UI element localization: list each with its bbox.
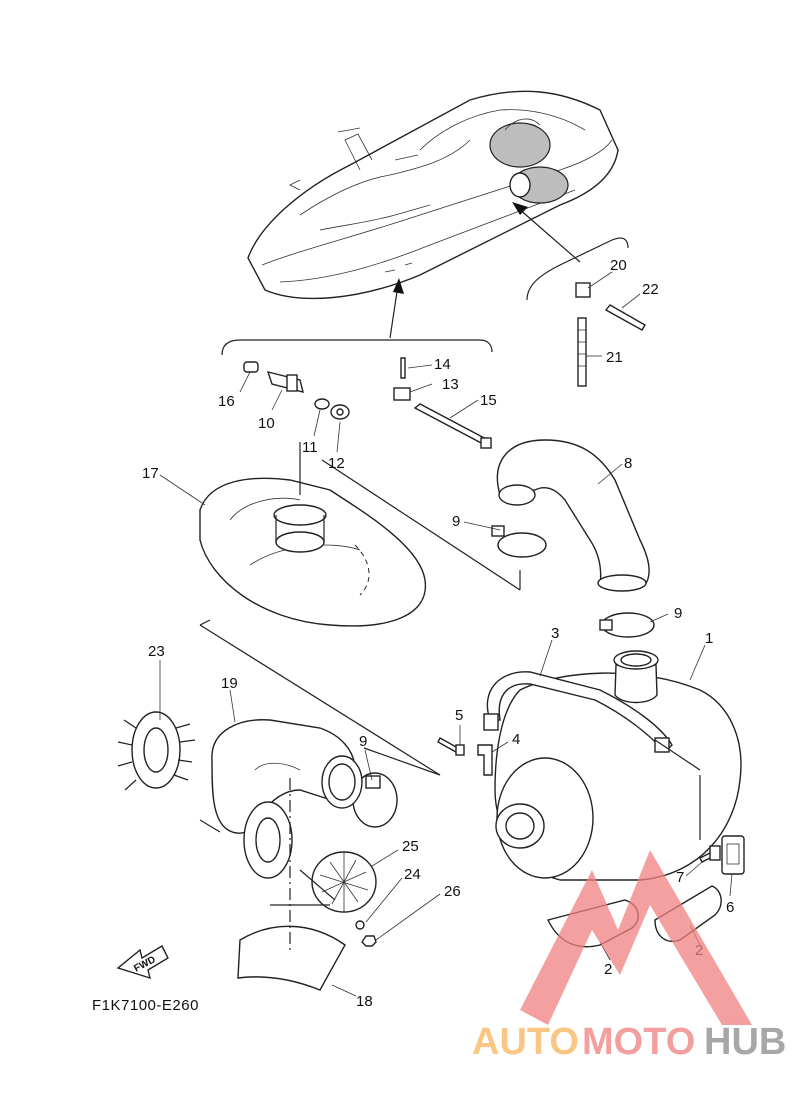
callout-10: 10 (258, 415, 275, 432)
flange-bolt-set-23 (117, 711, 196, 791)
pointer-line-rear (517, 207, 581, 263)
callout-26: 26 (444, 883, 461, 900)
gasket-and-cover (243, 801, 377, 947)
watercraft-illustration (247, 90, 619, 300)
callout-17: 17 (142, 465, 159, 482)
callout-23: 23 (148, 643, 165, 660)
arrow-head-icon (512, 202, 528, 215)
callout-1: 1 (705, 630, 713, 647)
bolt-and-stay (437, 737, 493, 776)
callout-11: 11 (302, 439, 318, 456)
pointer-line-front (389, 284, 399, 339)
rubber-hose-17 (199, 477, 427, 627)
mounting-hardware (243, 361, 350, 420)
clip-and-tie (393, 357, 492, 449)
callout-25: 25 (402, 838, 419, 855)
diagram-code: F1K7100-E260 (92, 997, 199, 1014)
callout-14: 14 (434, 356, 451, 373)
fwd-arrow-icon (116, 945, 169, 980)
watermark-auto: AUTO (472, 1021, 579, 1063)
cable-clamp-set (575, 282, 646, 387)
watermark-moto: MOTO (582, 1021, 695, 1063)
grommet-and-bracket (699, 835, 745, 875)
callout-2-left: 2 (604, 961, 612, 978)
bracket-front (221, 339, 493, 356)
callout-15: 15 (480, 392, 497, 409)
exhaust-pipe-8 (496, 439, 650, 592)
callout-7: 7 (676, 869, 684, 886)
callout-21: 21 (606, 349, 623, 366)
watermark-hub: HUB (704, 1021, 786, 1063)
cover-18 (237, 925, 346, 991)
callout-9-upper: 9 (452, 513, 460, 530)
callout-9-right: 9 (674, 605, 682, 622)
arrow-head-icon (393, 278, 404, 294)
automotohub-watermark: AUTO MOTO HUB (472, 850, 786, 1063)
callout-3: 3 (551, 625, 559, 642)
callout-13: 13 (442, 376, 459, 393)
muffler-1 (494, 650, 742, 881)
callout-22: 22 (642, 281, 659, 298)
water-lock-pipe-19 (211, 719, 363, 834)
callout-16: 16 (218, 393, 235, 410)
callout-12: 12 (328, 455, 345, 472)
callout-24: 24 (404, 866, 421, 883)
bracket-rear (526, 237, 629, 301)
callout-8: 8 (624, 455, 632, 472)
callout-9-lower: 9 (359, 733, 367, 750)
callout-19: 19 (221, 675, 238, 692)
callout-5: 5 (455, 707, 463, 724)
callout-18: 18 (356, 993, 373, 1010)
callout-4: 4 (512, 731, 520, 748)
triangle-logo-icon (520, 850, 752, 1025)
assembly-lines (199, 442, 701, 950)
callout-20: 20 (610, 257, 627, 274)
hose-clamps (352, 525, 655, 828)
callout-6: 6 (726, 899, 734, 916)
forward-direction-indicator: FWD (116, 945, 169, 980)
